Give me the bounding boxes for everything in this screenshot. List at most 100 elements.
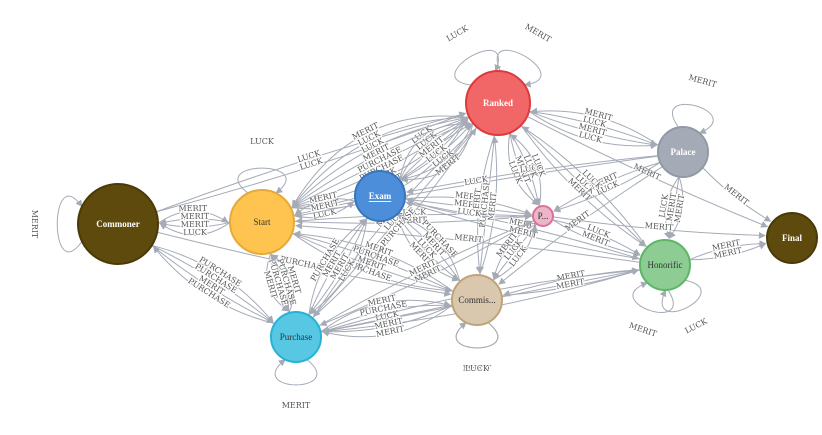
- edge-line: [496, 49, 542, 88]
- relationship-edge[interactable]: LUCK: [159, 222, 231, 238]
- node-circle: [766, 212, 818, 264]
- node-circle: [354, 170, 406, 222]
- edge-line: [530, 107, 660, 147]
- edge-line: [291, 232, 453, 293]
- node-final[interactable]: Final: [766, 212, 818, 264]
- edge-line: [397, 215, 461, 282]
- edge-line: [702, 167, 772, 222]
- node-start[interactable]: Start: [229, 189, 295, 255]
- edge-line: [155, 111, 467, 213]
- edge-line: [405, 200, 641, 260]
- relationship-edge[interactable]: LUCK: [237, 136, 287, 194]
- node-circle: [229, 189, 295, 255]
- node-p[interactable]: P...: [532, 205, 554, 227]
- edge-line: [659, 279, 702, 313]
- edge-line: [501, 268, 640, 296]
- relationship-edge[interactable]: MERIT: [151, 245, 274, 323]
- relationship-edge[interactable]: MERIT: [470, 134, 496, 274]
- edge-line: [668, 176, 684, 239]
- relationship-edge[interactable]: LUCK: [455, 322, 499, 374]
- node-caption: Commis...: [458, 295, 495, 305]
- edge-line: [553, 161, 661, 212]
- edge-line: [321, 304, 453, 338]
- relationship-edge[interactable]: MERIT: [295, 222, 641, 263]
- edge-line: [294, 198, 356, 216]
- relationship-edge[interactable]: LUCK: [406, 155, 659, 195]
- edge-line: [399, 120, 472, 181]
- edge-label: MERIT: [471, 188, 483, 218]
- edge-line: [320, 301, 452, 333]
- node-palace[interactable]: Palace: [657, 126, 709, 178]
- edge-line: [313, 126, 478, 318]
- node-circle: [532, 205, 554, 227]
- edge-label: MERIT: [463, 364, 492, 373]
- node-circle: [465, 70, 531, 136]
- edge-line: [151, 244, 274, 323]
- edge-line: [237, 167, 287, 194]
- edge-line: [291, 115, 470, 208]
- edge-line: [309, 217, 368, 315]
- relationship-edge[interactable]: MERIT: [29, 195, 83, 253]
- node-honorific[interactable]: Honorific: [639, 239, 691, 291]
- edge-line: [318, 220, 533, 327]
- edge-line: [520, 124, 647, 247]
- edge-line: [291, 232, 453, 294]
- edge-line: [475, 134, 496, 274]
- edge-label: LUCK: [183, 228, 208, 237]
- edge-line: [526, 115, 769, 228]
- edge-line: [291, 116, 470, 208]
- node-caption: Start: [254, 217, 271, 227]
- relationship-edge[interactable]: MERIT: [702, 167, 772, 222]
- node-caption: P...: [538, 211, 549, 221]
- edge-line: [404, 196, 532, 216]
- edge-label: MERIT: [722, 182, 751, 207]
- node-commoner[interactable]: Commoner: [77, 183, 159, 265]
- edge-line: [319, 219, 535, 326]
- edge-line: [404, 198, 532, 218]
- edge-line: [552, 219, 641, 258]
- relationship-edge[interactable]: LUCK: [295, 206, 534, 225]
- edge-line: [454, 49, 502, 86]
- node-commission[interactable]: Commis...: [451, 274, 503, 326]
- edge-label: MERIT: [30, 210, 39, 239]
- node-caption: Exam: [369, 191, 392, 201]
- edge-label: MERIT: [181, 220, 210, 229]
- edge-line: [399, 121, 472, 181]
- relationship-edge[interactable]: MERIT: [274, 359, 318, 411]
- node-circle: [270, 311, 322, 363]
- edge-label: MERIT: [644, 221, 674, 233]
- edge-label: LUCK: [465, 364, 490, 373]
- edge-line: [528, 110, 658, 147]
- relationship-edge[interactable]: MERIT: [526, 115, 769, 228]
- edge-line: [520, 124, 647, 247]
- node-caption: Final: [782, 233, 803, 243]
- edge-label: LUCK: [402, 207, 427, 217]
- edge-line: [271, 254, 294, 314]
- edge-label: MERIT: [487, 191, 499, 221]
- node-caption: Palace: [671, 147, 696, 157]
- edge-line: [521, 126, 648, 248]
- edge-line: [295, 222, 641, 263]
- edge-line: [321, 304, 453, 334]
- edge-label: MERIT: [688, 73, 719, 89]
- edge-line: [510, 134, 542, 207]
- edge-line: [291, 116, 470, 208]
- edge-label: LUCK: [457, 207, 483, 219]
- node-exam[interactable]: Exam: [354, 170, 406, 222]
- edge-line: [308, 218, 367, 316]
- relationship-edge[interactable]: MERIT: [552, 216, 766, 239]
- relationship-edge[interactable]: MERIT: [293, 213, 532, 226]
- edge-line: [399, 123, 472, 181]
- node-purchase[interactable]: Purchase: [270, 311, 322, 363]
- edge-line: [293, 213, 532, 224]
- edge-line: [291, 116, 470, 208]
- relationship-edge[interactable]: MERIT: [479, 136, 500, 276]
- edge-line: [406, 155, 659, 195]
- edge-label: MERIT: [628, 321, 659, 339]
- node-circle: [77, 183, 159, 265]
- edge-line: [291, 116, 470, 208]
- relationship-edge[interactable]: MERIT: [672, 72, 719, 134]
- node-ranked[interactable]: Ranked: [465, 70, 531, 136]
